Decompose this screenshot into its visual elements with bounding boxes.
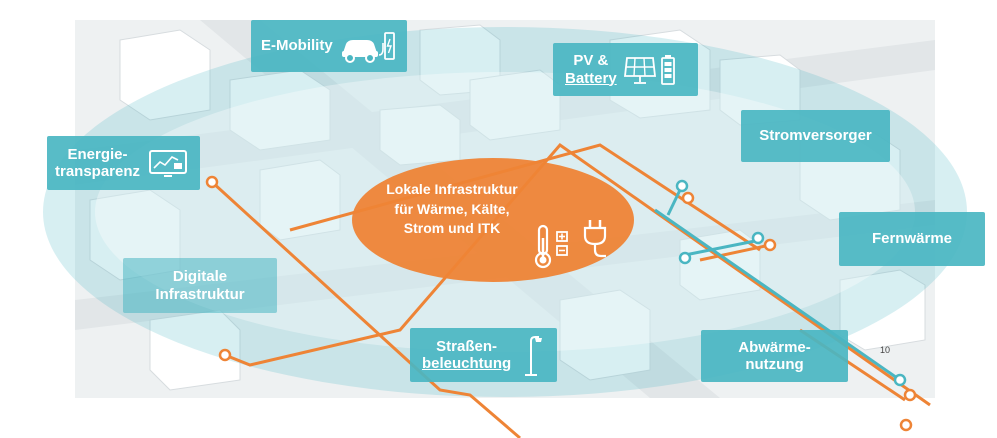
energietransparenz-label: Energie- transparenz: [47, 136, 200, 190]
stromversorger-label: Stromversorger: [741, 110, 890, 162]
street-lamp-icon: [525, 336, 543, 376]
orange-pipe-nodes: [205, 175, 917, 432]
car-charging-icon: [341, 32, 395, 63]
abwaerme-line-2: nutzung: [745, 356, 804, 373]
local-infrastructure-ellipse: [352, 158, 634, 282]
pv-line-2: Battery: [565, 69, 617, 87]
pv-line-1: PV &: [573, 52, 609, 70]
emobility-label: E-Mobility: [251, 20, 407, 72]
power-plug-icon: [583, 220, 607, 258]
local-infrastructure-text: Lokale Infrastruktur für Wärme, Kälte, S…: [362, 180, 542, 239]
teal-pipe-nodes: [675, 179, 907, 387]
center-line-1: Lokale Infrastruktur: [386, 181, 518, 197]
center-line-2: für Wärme, Kälte,: [394, 200, 510, 217]
energie-line-1: Energie-: [67, 145, 128, 163]
strassen-line-2: beleuchtung: [422, 355, 512, 372]
center-line-3: Strom und ITK: [403, 220, 501, 237]
solar-panel-icon: [623, 56, 656, 84]
digitale-infrastruktur-label: Digitale Infrastruktur: [123, 258, 277, 313]
digital-line-2: Infrastruktur: [155, 285, 245, 303]
fernwaerme-text: Fernwärme: [871, 230, 953, 248]
fernwaerme-label: Fernwärme: [839, 212, 985, 266]
energie-line-2: transparenz: [55, 163, 141, 180]
pv-battery-label: PV & Battery: [553, 43, 698, 96]
battery-icon: [660, 54, 675, 85]
strassen-line-1: Straßen-: [436, 337, 497, 355]
stromversorger-text: Stromversorger: [759, 127, 872, 145]
abwaerme-line-1: Abwärme-: [738, 338, 811, 356]
emobility-text: E-Mobility: [261, 37, 333, 55]
strassenbeleuchtung-label: Straßen- beleuchtung: [410, 328, 557, 382]
monitor-chart-icon: [149, 150, 188, 177]
buildings: [89, 24, 926, 391]
abwaermenutzung-label: Abwärme- nutzung: [701, 330, 848, 382]
digital-line-1: Digitale: [172, 268, 228, 286]
teal-pipelines: [654, 189, 901, 382]
page-number: 10: [880, 345, 891, 355]
thermometer-icon: [534, 224, 568, 269]
